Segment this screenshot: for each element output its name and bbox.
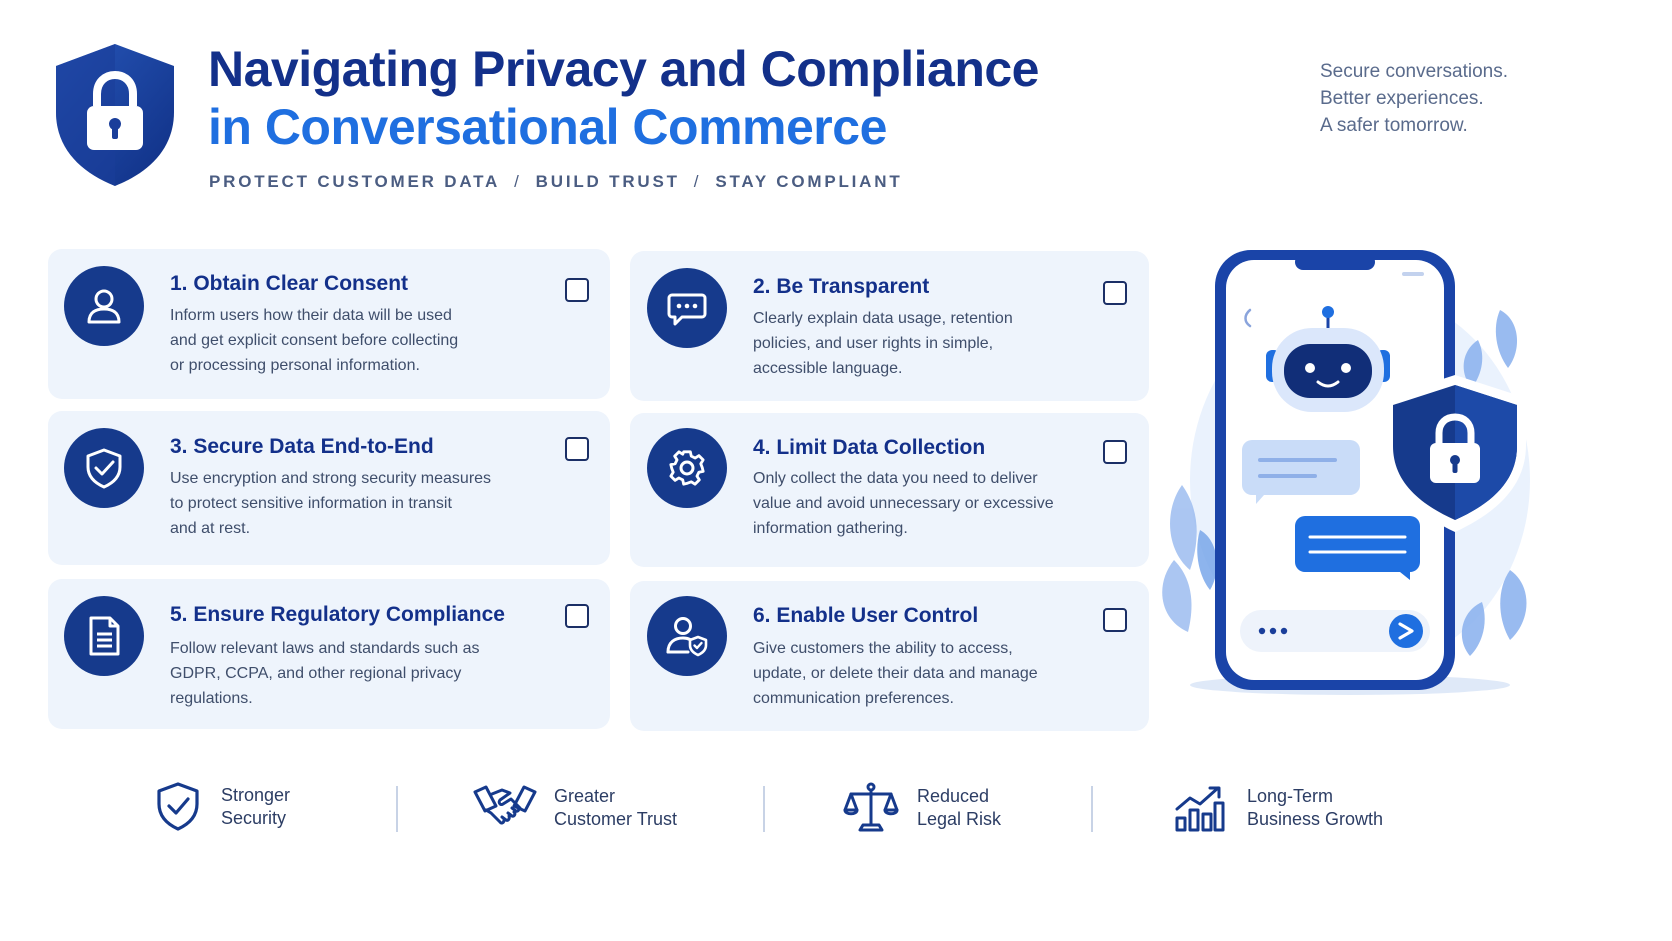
scales-icon	[843, 782, 899, 832]
card-desc-line: update, or delete their data and manage	[753, 665, 1038, 682]
card-secure-data: 3. Secure Data End-to-End Use encryption…	[48, 411, 610, 565]
checkbox[interactable]	[565, 437, 589, 461]
card-desc-line: policies, and user rights in simple,	[753, 335, 994, 352]
checkbox[interactable]	[1103, 440, 1127, 464]
card-description: Give customers the ability to access, up…	[753, 636, 1038, 711]
card-icon-circle	[647, 596, 727, 676]
card-be-transparent: 2. Be Transparent Clearly explain data u…	[630, 251, 1149, 401]
benefit-label: Business Growth	[1247, 809, 1384, 829]
divider	[763, 786, 765, 832]
divider	[1091, 786, 1093, 832]
card-desc-line: and get explicit consent before collecti…	[170, 332, 459, 349]
checkbox[interactable]	[565, 604, 589, 628]
tagline-item: STAY COMPLIANT	[715, 172, 903, 191]
card-desc-line: GDPR, CCPA, and other regional privacy	[170, 665, 462, 682]
leaf-decoration-icon	[1162, 485, 1217, 632]
divider	[396, 786, 398, 832]
card-regulatory-compliance: 5. Ensure Regulatory Compliance Follow r…	[48, 579, 610, 729]
page-title-line1: Navigating Privacy and Compliance	[208, 41, 1040, 97]
shield-check-icon	[86, 448, 122, 489]
tagline: PROTECT CUSTOMER DATA / BUILD TRUST / STAY C…	[209, 172, 903, 192]
card-desc-line: value and avoid unnecessary or excessive	[753, 495, 1054, 512]
card-desc-line: Use encryption and strong security measu…	[170, 470, 492, 487]
chat-bubble-icon	[667, 293, 707, 326]
card-desc-line: communication preferences.	[753, 690, 954, 707]
benefit-business-growth: Long-Term Business Growth	[1247, 785, 1383, 831]
card-icon-circle	[647, 268, 727, 348]
card-icon-circle	[647, 428, 727, 508]
shield-lock-icon	[1384, 375, 1526, 532]
card-description: Only collect the data you need to delive…	[753, 466, 1054, 541]
card-icon-circle	[64, 266, 144, 346]
card-title: 6. Enable User Control	[753, 604, 979, 627]
side-note-line: Better experiences.	[1320, 88, 1484, 109]
benefit-label: Long-Term	[1247, 786, 1334, 806]
user-icon	[87, 289, 121, 324]
benefit-label: Customer Trust	[554, 809, 678, 829]
gear-icon	[669, 450, 705, 486]
user-shield-icon	[666, 617, 708, 657]
phone-chatbot-illustration	[1162, 250, 1530, 695]
benefit-label: Legal Risk	[917, 809, 1002, 829]
card-title: 2. Be Transparent	[753, 275, 930, 298]
card-desc-line: to protect sensitive information in tran…	[170, 495, 452, 512]
card-title: 1. Obtain Clear Consent	[170, 272, 409, 295]
card-icon-circle	[64, 596, 144, 676]
tagline-separator: /	[514, 172, 522, 191]
send-icon	[1389, 614, 1423, 648]
benefit-label: Stronger	[221, 785, 291, 805]
checkbox[interactable]	[1103, 281, 1127, 305]
shield-lock-logo-icon	[56, 44, 174, 186]
card-icon-circle	[64, 428, 144, 508]
tagline-separator: /	[693, 172, 702, 191]
card-description: Clearly explain data usage, retention po…	[753, 306, 1013, 381]
card-desc-line: accessible language.	[753, 360, 903, 377]
shield-check-icon	[157, 782, 199, 831]
benefit-label: Security	[221, 808, 287, 828]
card-title: 4. Limit Data Collection	[753, 436, 986, 459]
card-title: 3. Secure Data End-to-End	[170, 435, 434, 458]
checkbox[interactable]	[1103, 608, 1127, 632]
page-title-line2: in Conversational Commerce	[208, 99, 887, 155]
card-desc-line: and at rest.	[170, 520, 251, 537]
side-note: Secure conversations. Better experiences…	[1320, 58, 1508, 139]
document-icon	[89, 616, 120, 656]
benefit-label: Reduced	[917, 786, 990, 806]
tagline-item: BUILD TRUST	[535, 172, 680, 191]
benefit-customer-trust: Greater Customer Trust	[554, 785, 677, 831]
card-desc-line: Follow relevant laws and standards such …	[170, 640, 480, 657]
card-description: Follow relevant laws and standards such …	[170, 636, 480, 711]
card-desc-line: or processing personal information.	[170, 357, 420, 374]
card-description: Inform users how their data will be used…	[170, 303, 458, 378]
card-obtain-consent: 1. Obtain Clear Consent Inform users how…	[48, 249, 610, 399]
card-title: 5. Ensure Regulatory Compliance	[170, 603, 505, 626]
card-desc-line: regulations.	[170, 690, 253, 707]
benefit-legal-risk: Reduced Legal Risk	[917, 785, 1001, 831]
card-desc-line: information gathering.	[753, 520, 908, 537]
card-desc-line: Only collect the data you need to delive…	[753, 470, 1038, 487]
growth-chart-icon	[1175, 786, 1225, 832]
benefit-label: Greater	[554, 786, 616, 806]
card-description: Use encryption and strong security measu…	[170, 466, 491, 541]
benefit-stronger-security: Stronger Security	[221, 784, 290, 830]
tagline-item: PROTECT CUSTOMER DATA	[209, 172, 501, 191]
card-desc-line: Inform users how their data will be used	[170, 307, 452, 324]
card-limit-collection: 4. Limit Data Collection Only collect th…	[630, 413, 1149, 567]
card-user-control: 6. Enable User Control Give customers th…	[630, 581, 1149, 731]
card-desc-line: Give customers the ability to access,	[753, 640, 1013, 657]
side-note-line: Secure conversations.	[1320, 61, 1508, 82]
handshake-icon	[473, 785, 537, 825]
chatbot-robot-icon	[1266, 306, 1390, 412]
side-note-line: A safer tomorrow.	[1320, 115, 1468, 136]
checkbox[interactable]	[565, 278, 589, 302]
card-desc-line: Clearly explain data usage, retention	[753, 310, 1013, 327]
